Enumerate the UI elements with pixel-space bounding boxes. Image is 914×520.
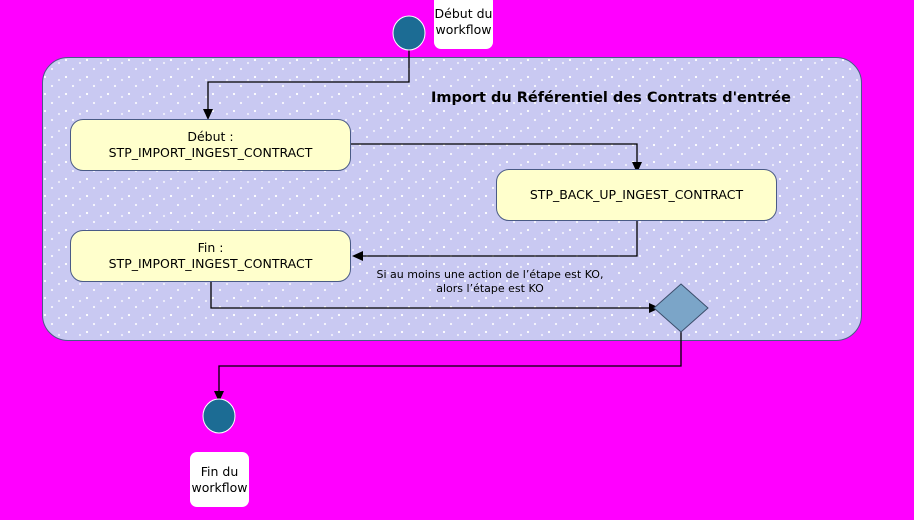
- edge-label-line2: alors l’étape est KO: [436, 282, 544, 295]
- edge-debut-to-backup: [351, 143, 642, 173]
- edge-start-to-debut: [203, 49, 410, 120]
- action-node-debut-import[interactable]: Début : STP_IMPORT_INGEST_CONTRACT: [70, 119, 351, 171]
- edge-label-line1: Si au moins une action de l’étape est KO…: [376, 268, 604, 281]
- action-label-line2: STP_IMPORT_INGEST_CONTRACT: [108, 145, 313, 160]
- panel-title: Import du Référentiel des Contrats d'ent…: [431, 90, 791, 106]
- edge-label-ko-condition: Si au moins une action de l’étape est KO…: [361, 268, 619, 296]
- edge-fin-to-decision: [210, 281, 660, 313]
- note-line2: workflow: [435, 21, 492, 37]
- decision-node: [653, 283, 709, 333]
- edge-backup-to-fin: [352, 220, 638, 261]
- edge-decision-to-end: [214, 332, 682, 402]
- note-end-workflow: Fin du workflow: [190, 452, 249, 507]
- action-label-line1: STP_BACK_UP_INGEST_CONTRACT: [529, 187, 744, 202]
- action-label-line2: STP_IMPORT_INGEST_CONTRACT: [108, 256, 313, 271]
- final-node: [202, 398, 236, 434]
- note-line1: Fin du: [200, 463, 239, 479]
- note-start-workflow: Début du workflow: [434, 0, 493, 49]
- action-label-line1: Fin :: [197, 240, 224, 255]
- action-node-fin-import[interactable]: Fin : STP_IMPORT_INGEST_CONTRACT: [70, 230, 351, 282]
- initial-node: [392, 15, 426, 51]
- action-node-back-up[interactable]: STP_BACK_UP_INGEST_CONTRACT: [496, 169, 777, 221]
- note-line1: Début du: [434, 5, 493, 21]
- action-label-line1: Début :: [187, 129, 234, 144]
- note-line2: workflow: [191, 479, 248, 495]
